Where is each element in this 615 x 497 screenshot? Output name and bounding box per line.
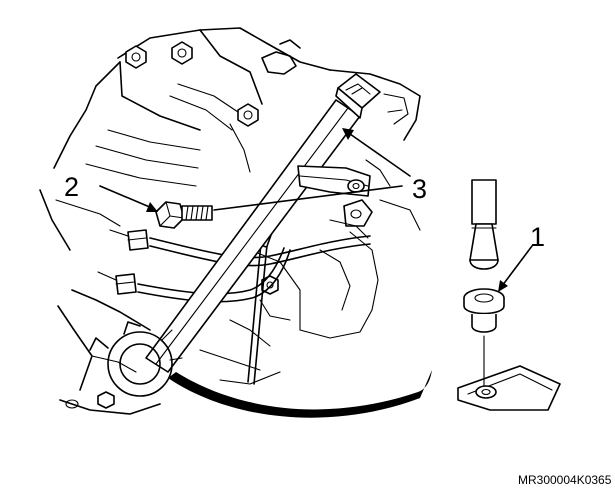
callout-2: 2 <box>64 172 79 202</box>
callout-3: 3 <box>412 174 427 204</box>
housing-bolt-1 <box>125 45 147 69</box>
wire-connector-lower <box>115 273 137 295</box>
transmission-housing <box>39 27 421 415</box>
wire-connector-upper <box>127 229 149 251</box>
guide-tube-assembly <box>145 73 381 373</box>
bolt-item-2 <box>155 201 213 229</box>
installer-tool <box>469 179 499 270</box>
filler-plug <box>463 288 505 333</box>
housing-bolt-3 <box>237 103 259 127</box>
housing-bolt-2 <box>171 41 193 65</box>
filler-plug-assembly <box>457 179 561 411</box>
guide-tube-cap <box>335 73 381 119</box>
bell-housing <box>65 321 183 409</box>
oil-pan-surface <box>457 365 561 411</box>
housing-bolt-5 <box>97 391 115 409</box>
guide-tube-bracket <box>297 165 371 197</box>
callout-1: 1 <box>530 222 545 252</box>
reference-code: MR300004K0365 <box>518 473 612 487</box>
leader-arrows <box>99 128 533 292</box>
section-sweep <box>168 370 432 418</box>
